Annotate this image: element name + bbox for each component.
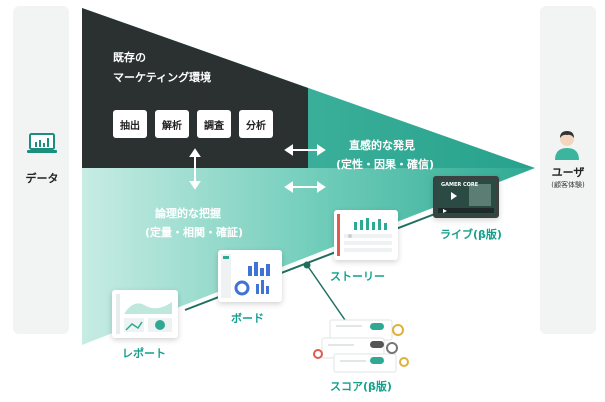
data-column [13,6,69,334]
data-label: データ [25,172,59,185]
laptop-icon [27,133,57,153]
intuitive-line2: (定性・因果・確信) [336,158,435,171]
board-label: ボード [231,312,264,325]
horizontal-double-arrow-upper [284,144,326,156]
score-connector [306,264,346,321]
user-avatar-icon [555,131,579,160]
logical-wedge [82,168,535,345]
story-thumbnail [334,210,398,260]
vertical-double-arrow [189,148,201,190]
tag-analysis: 解析 [155,110,189,138]
intuitive-line1: 直感的な発見 [349,139,415,152]
logical-line1: 論理的な把握 [155,207,221,220]
horizontal-double-arrow-lower [284,181,326,193]
report-label: レポート [122,347,166,360]
board-thumbnail [218,250,282,302]
tag-analyze: 分析 [239,110,273,138]
score-thumbnail [312,318,414,374]
tag-extract: 抽出 [113,110,147,138]
report-thumbnail [112,290,178,338]
existing-title-line1: 既存の [113,51,146,64]
user-label: ユーザ [551,166,585,179]
user-sublabel: (顧客体験) [551,181,585,189]
logical-line2: (定量・相関・確証) [145,226,244,239]
connector-dot [303,261,311,269]
story-label: ストーリー [330,270,385,283]
live-thumb-text: GAMER CORE [441,182,479,188]
live-label: ライブ(β版) [440,228,502,241]
live-thumbnail: GAMER CORE [433,176,499,218]
tag-research: 調査 [197,110,231,138]
score-label: スコア(β版) [330,380,392,393]
existing-title-line2: マーケティング環境 [113,71,212,84]
user-column [540,6,596,334]
